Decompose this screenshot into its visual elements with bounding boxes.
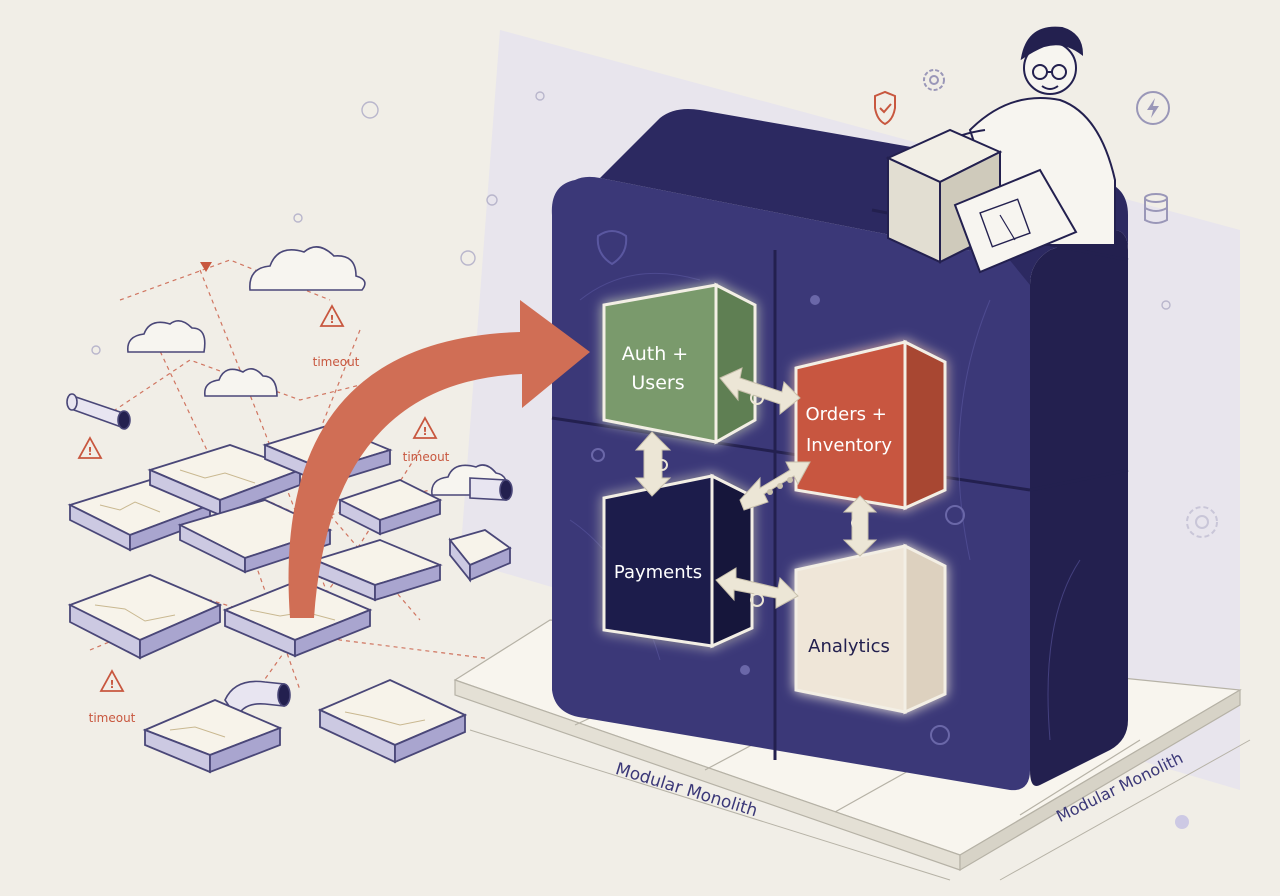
- svg-text:!: !: [87, 445, 92, 458]
- shard-group: [67, 424, 512, 774]
- monolith-front: [551, 176, 1030, 791]
- shard: [67, 574, 223, 660]
- module-label-line: Analytics: [808, 636, 890, 657]
- module-payments: [602, 473, 754, 649]
- shard: [317, 679, 468, 764]
- module-label-payments: Payments: [614, 562, 702, 583]
- module-label-line: Payments: [614, 562, 702, 583]
- connector-auth-payments: [634, 431, 672, 497]
- svg-text:!: !: [422, 425, 427, 438]
- decor-dot: [945, 505, 965, 525]
- cloud-icon: [127, 320, 206, 353]
- module-analytics: [794, 543, 947, 715]
- warning-icon: !: [99, 669, 125, 692]
- svg-text:!: !: [329, 313, 334, 326]
- decor-dot: [930, 725, 950, 745]
- decor-dots: [91, 91, 1171, 355]
- shard: [142, 699, 283, 774]
- connector-payments-analytics: [715, 567, 799, 609]
- gear-icon: [656, 391, 863, 607]
- data-dots: [767, 477, 793, 495]
- module-label-line: Auth +: [622, 343, 689, 365]
- shard: [337, 479, 443, 536]
- shard: [312, 539, 443, 602]
- triangle-marker: [200, 262, 212, 272]
- pipe-icon: [66, 393, 131, 430]
- module-label-analytics: Analytics: [808, 636, 890, 657]
- module-label-line: Users: [631, 372, 684, 394]
- cloud-icon: [203, 368, 278, 397]
- warning-label: timeout: [313, 355, 360, 369]
- blueprint-icon: [953, 168, 1078, 274]
- cloud-icon: [249, 246, 366, 291]
- decor-dot: [1175, 815, 1189, 829]
- pipe-icon: [469, 477, 513, 501]
- module-label-line: Inventory: [806, 435, 892, 456]
- base-edge-line: [469, 729, 951, 881]
- warning-icon: !: [412, 416, 438, 439]
- connector-payments-orders: [739, 461, 811, 511]
- module-label-orders-inventory: Orders + Inventory: [805, 404, 892, 456]
- module-label-auth-users: Auth + Users: [622, 343, 695, 394]
- monolith-side: [1030, 229, 1128, 786]
- connector-auth-orders: [719, 367, 801, 416]
- developer-hair: [1020, 26, 1084, 61]
- warning-icon: !: [77, 436, 103, 459]
- decor-dot: [740, 665, 750, 675]
- migration-arrow: [288, 300, 590, 618]
- module-auth-users: [602, 282, 757, 445]
- shard: [448, 529, 512, 583]
- decor-dot: [810, 295, 820, 305]
- lightning-icon: [1136, 91, 1170, 125]
- shield-logo-icon: [596, 230, 628, 266]
- gear-icon: [923, 69, 945, 91]
- warning-label: timeout: [403, 450, 450, 464]
- connector-arrows: [634, 367, 878, 609]
- module-orders-inventory: [794, 339, 947, 511]
- shield-check-icon: [874, 90, 896, 126]
- svg-text:!: !: [109, 678, 114, 691]
- warning-icon: !: [319, 304, 345, 327]
- module-label-line: Orders +: [805, 404, 886, 425]
- gear-icon: [1186, 506, 1218, 538]
- warning-label: timeout: [89, 711, 136, 725]
- database-icon: [1144, 193, 1168, 224]
- decor-dot: [591, 448, 605, 462]
- base-edge-line: [999, 739, 1251, 881]
